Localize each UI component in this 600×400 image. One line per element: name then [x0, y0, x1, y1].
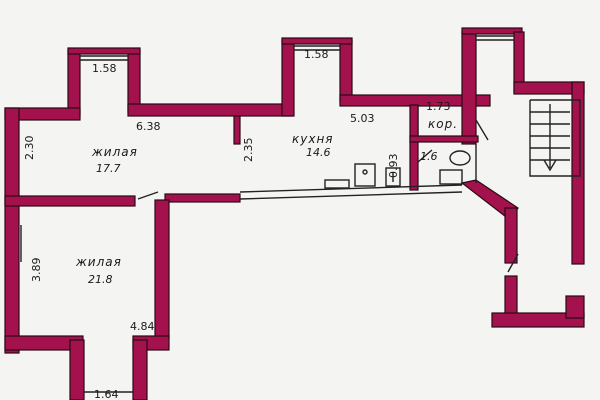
wall-right-lower: [504, 207, 518, 264]
dim-living1-depth: 2.30: [23, 136, 36, 161]
room-name-living2: жилая: [75, 255, 122, 269]
room-area-living2: 21.8: [88, 273, 113, 286]
windows: [20, 35, 514, 393]
kitchen-bottom-wall-line2: [239, 191, 463, 200]
wall-bay2-right: [339, 39, 353, 103]
wall-stub-right: [565, 295, 585, 319]
stair-outline: [529, 99, 581, 177]
wall-bath-top: [409, 135, 479, 143]
wall-bay1-right: [127, 49, 141, 113]
wall-stair-top: [461, 27, 523, 35]
counter-left: [324, 179, 350, 189]
kitchen-bottom-wall-line: [239, 184, 463, 193]
wall-bay2-left: [281, 39, 295, 117]
dimension-labels: 1.58 1.58 6.38 2.30 2.35 5.03 1.73 0.93 …: [23, 48, 451, 400]
wall-partition: [233, 115, 241, 145]
toilet-icon: [449, 150, 471, 166]
wall-stair-left: [461, 31, 477, 145]
wall-bay3-left: [69, 339, 85, 400]
dim-bath-depth: 0.93: [387, 154, 400, 179]
sink-icon: [385, 167, 401, 187]
room-name-living1: жилая: [91, 145, 138, 159]
room-area-bath: 1.6: [420, 150, 438, 163]
wall-right-lower2: [504, 275, 518, 317]
wall-bay2-top: [281, 37, 353, 45]
room-name-kitchen: кухня: [292, 132, 334, 146]
door-right-lower: [507, 253, 519, 273]
wall-bay3-right: [132, 339, 148, 400]
wall-living2-right: [154, 199, 170, 339]
bath-fixture: [439, 169, 463, 185]
wall-bay1-top: [67, 47, 141, 55]
wall-diagonal: [460, 179, 519, 221]
burner-icon: [362, 169, 368, 175]
door-living1: [137, 191, 159, 200]
dim-corridor-width: 1.73: [426, 100, 451, 113]
wall-kitchen-bath: [409, 104, 419, 191]
wall-bay1-left: [67, 49, 81, 116]
room-name-corridor: кор.: [428, 117, 458, 131]
dim-partition: 2.35: [242, 138, 255, 163]
staircase: [529, 99, 581, 177]
dim-bay2-width: 1.58: [304, 48, 329, 61]
dim-bay1-width: 1.58: [92, 62, 117, 75]
door-corridor: [475, 119, 489, 141]
dim-living2-width: 4.84: [130, 320, 155, 333]
wall-bottom-right: [491, 312, 585, 328]
interior-lines: [137, 106, 519, 273]
door-bath: [417, 149, 433, 163]
stair-arrow-head: [543, 159, 557, 172]
wall-left-outer: [4, 107, 20, 354]
dim-living1-width: 6.38: [136, 120, 161, 133]
room-area-living1: 17.7: [96, 162, 121, 175]
room-labels: жилая 17.7 кухня 14.6 кор. 1.6 жилая 21.…: [75, 117, 458, 286]
wall-living-divider: [4, 195, 136, 207]
wall-living-divider-right: [164, 193, 241, 203]
stove-icon: [354, 163, 376, 187]
dim-kitchen-width: 5.03: [350, 112, 375, 125]
wall-right-outer: [571, 81, 585, 265]
walls: [4, 27, 585, 400]
dim-bottom-bay: 1.64: [94, 388, 119, 400]
room-area-kitchen: 14.6: [306, 146, 331, 159]
dim-living2-depth: 3.89: [30, 258, 43, 283]
wall-top-middle: [127, 103, 293, 117]
